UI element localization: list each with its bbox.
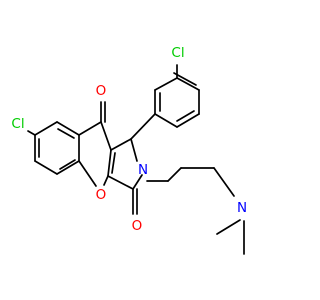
bond [167, 167, 182, 182]
bond [132, 174, 143, 190]
oxygen-atom-label: O [96, 187, 107, 203]
bond [103, 175, 109, 186]
bond [111, 152, 116, 174]
bond [34, 160, 58, 175]
bond [176, 113, 200, 128]
bond [173, 72, 197, 86]
bond [27, 130, 36, 136]
bond [57, 128, 75, 139]
bond [107, 175, 134, 190]
bond [78, 160, 97, 187]
bond [154, 113, 178, 128]
bond [176, 110, 195, 122]
nitrogen-atom-label: N [138, 162, 148, 178]
bond [56, 160, 80, 175]
bond [110, 138, 132, 151]
bond [130, 113, 156, 140]
bond [100, 121, 112, 151]
bond [59, 159, 76, 170]
chemical-structure-diagram: Cl Cl O O O N N [11, 45, 247, 255]
oxygen-atom-label: O [132, 218, 143, 234]
bond [34, 121, 58, 136]
bond [107, 149, 112, 177]
chlorine-atom-label: Cl [171, 45, 184, 61]
nitrogen-atom-label: N [237, 200, 247, 216]
bond [216, 219, 241, 235]
oxygen-atom-label: O [96, 83, 107, 99]
atom-labels: Cl Cl O O O N N [11, 45, 247, 234]
chlorine-atom-label: Cl [11, 116, 24, 132]
bond [56, 121, 80, 136]
bond [213, 167, 235, 197]
bond-lines [27, 64, 245, 255]
bond [176, 77, 200, 91]
bond [130, 138, 138, 162]
bond [154, 77, 178, 91]
bond [78, 121, 102, 136]
